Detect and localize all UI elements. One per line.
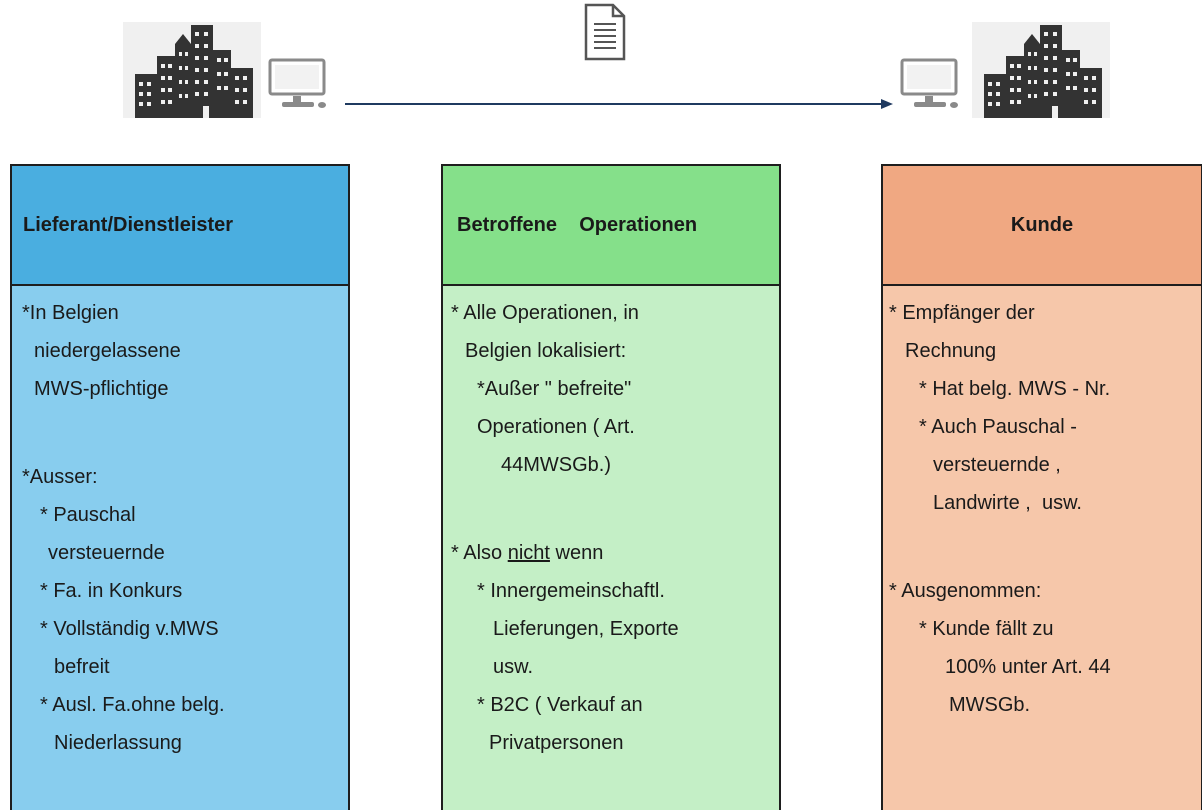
supplier-line: befreit <box>54 656 110 678</box>
supplier-line: * Fa. in Konkurs <box>40 580 183 602</box>
building-icon-left <box>123 22 261 123</box>
operations-line: Lieferungen, Exporte <box>493 618 679 640</box>
customer-line: MWSGb. <box>949 694 1031 716</box>
customer-line: * Auch Pauschal - <box>919 416 1077 438</box>
customer-line: * Empfänger der <box>889 302 1035 324</box>
operations-line: * B2C ( Verkauf an <box>477 694 643 716</box>
supplier-line: Niederlassung <box>54 732 182 754</box>
customer-line: * Kunde fällt zu <box>919 618 1054 640</box>
customer-line: Landwirte , usw. <box>933 492 1082 514</box>
document-icon <box>583 2 627 67</box>
customer-line: * Ausgenommen: <box>889 580 1042 602</box>
customer-line: * Hat belg. MWS - Nr. <box>919 378 1111 400</box>
operations-text: * Also <box>451 542 508 564</box>
supplier-body: *In Belgien niedergelassene MWS-pflichti… <box>12 286 348 810</box>
operations-emphasis: nicht <box>507 542 550 564</box>
customer-line: Rechnung <box>905 340 997 362</box>
supplier-line: * Ausl. Fa.ohne belg. <box>40 694 225 716</box>
computer-icon-left <box>268 58 332 119</box>
customer-line: versteuernde , <box>933 454 1061 476</box>
arrow-right-icon <box>345 94 895 119</box>
operations-line-also: * Also nicht wenn <box>451 540 603 566</box>
customer-line: 100% unter Art. 44 <box>945 656 1111 678</box>
operations-line: Privatpersonen <box>489 732 624 754</box>
supplier-title: Lieferant/Dienstleister <box>12 166 348 286</box>
operations-text: wenn <box>549 542 604 564</box>
operations-line: * Innergemeinschaftl. <box>477 580 665 602</box>
operations-box: Betroffene Operationen * Alle Operatione… <box>441 164 781 810</box>
operations-line: *Außer " befreite" <box>477 378 632 400</box>
supplier-line: * Vollständig v.MWS <box>40 618 219 640</box>
building-icon-right <box>972 22 1110 123</box>
operations-line: 44MWSGb.) <box>501 454 612 476</box>
operations-line: Belgien lokalisiert: <box>465 340 627 362</box>
supplier-line: niedergelassene <box>34 340 181 362</box>
operations-body: * Alle Operationen, in Belgien lokalisie… <box>443 286 779 810</box>
supplier-line: * Pauschal <box>40 504 136 526</box>
customer-body: * Empfänger der Rechnung * Hat belg. MWS… <box>883 286 1201 810</box>
operations-line: Operationen ( Art. <box>477 416 635 438</box>
operations-title: Betroffene Operationen <box>443 166 779 286</box>
supplier-box: Lieferant/Dienstleister *In Belgien nied… <box>10 164 350 810</box>
supplier-line: versteuernde <box>48 542 165 564</box>
supplier-line: MWS-pflichtige <box>34 378 169 400</box>
customer-title: Kunde <box>883 166 1201 286</box>
supplier-line: *Ausser: <box>22 466 98 488</box>
supplier-line: *In Belgien <box>22 302 119 324</box>
operations-line: usw. <box>493 656 534 678</box>
computer-icon-right <box>900 58 964 119</box>
operations-line: * Alle Operationen, in <box>451 302 639 324</box>
customer-box: Kunde * Empfänger der Rechnung * Hat bel… <box>881 164 1202 810</box>
